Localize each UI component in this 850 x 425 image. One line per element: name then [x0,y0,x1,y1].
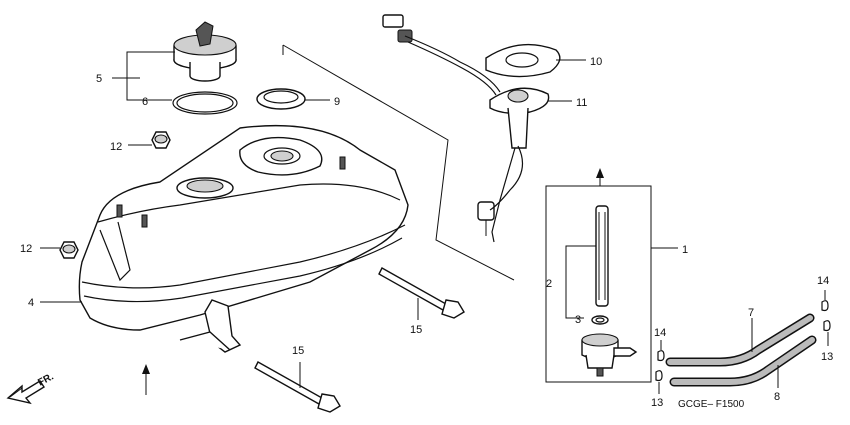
nut-12-top [151,131,171,149]
bolt-15-lower [254,361,341,413]
label-13a: 13 [651,397,663,409]
fuel-cock-arrow [596,168,604,186]
fuel-tank [78,124,409,353]
nut-12-left [59,241,79,259]
label-14a: 14 [654,327,666,339]
cap-gasket [172,91,238,115]
hose-clip-14-right [821,300,829,312]
label-14b: 14 [817,275,829,287]
fuel-cock-body [581,333,638,377]
fuel-hose-7 [665,313,815,367]
label-10: 10 [590,56,602,68]
sender-plate [485,43,561,78]
leader-2 [565,245,596,319]
sender-gasket [256,88,306,110]
label-9: 9 [334,96,340,108]
label-12a: 12 [110,141,122,153]
label-1: 1 [682,244,688,256]
label-12b: 12 [20,243,32,255]
front-marker: FR. [36,371,56,388]
sender-wire-harness [382,14,524,211]
front-arrow-icon [6,380,45,405]
leader-5 [126,51,175,79]
fuel-cap [173,21,237,82]
label-8: 8 [774,391,780,403]
o-ring [591,315,609,325]
label-3: 3 [575,314,581,326]
label-13b: 13 [821,351,833,363]
label-15a: 15 [410,324,422,336]
hose-clip-14-left [657,350,665,362]
leader-6 [126,78,172,101]
label-15b: 15 [292,345,304,357]
hose-clip-13-left [655,370,663,382]
hose-clip-13-right [823,320,831,332]
label-6: 6 [142,96,148,108]
fuel-sender-unit [477,87,550,243]
label-4: 4 [28,297,34,309]
label-2: 2 [546,278,552,290]
fuel-hose-8 [669,335,817,387]
fuel-strainer [595,205,609,307]
fuel-cock-frame [545,185,652,383]
label-5: 5 [96,73,102,85]
diagram-code: GCGE– F1500 [678,399,745,410]
label-11: 11 [576,97,587,109]
sender-frame [282,44,515,281]
bolt-15-upper [378,267,465,319]
label-7: 7 [748,307,754,319]
assembly-arrow-tank [142,364,150,395]
